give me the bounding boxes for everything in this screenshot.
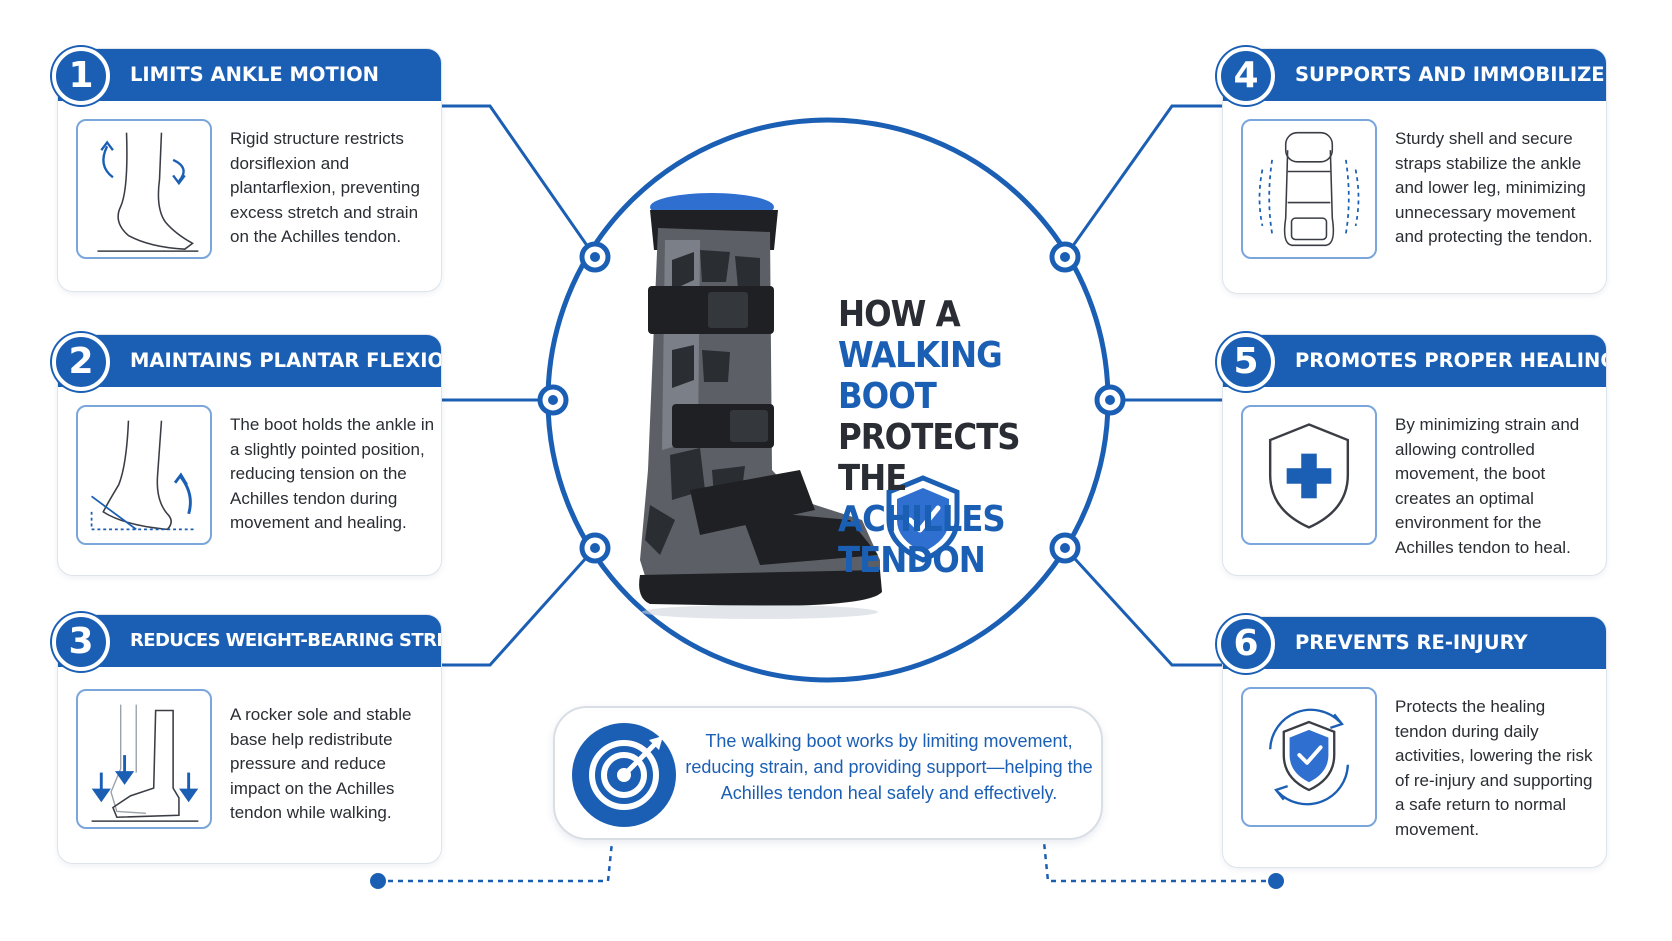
target-arrow-icon <box>571 722 677 828</box>
card-description: By minimizing strain and allowing contro… <box>1395 415 1580 557</box>
card-description: Rigid structure restricts dorsiflexion a… <box>230 129 420 246</box>
card-reduces-weight-bearing-stress: REDUCES WEIGHT-BEARING STRESS 3 A rocker… <box>52 613 442 864</box>
connector-3 <box>440 546 597 667</box>
title-line-4: ACHILLES TENDON <box>838 499 1006 581</box>
card-heading: REDUCES WEIGHT-BEARING STRESS <box>58 615 441 667</box>
card-maintains-plantar-flexion: MAINTAINS PLANTAR FLEXION 2 The boot hol… <box>52 333 442 576</box>
card-heading: LIMITS ANKLE MOTION <box>58 49 441 101</box>
card-description: Sturdy shell and secure straps stabilize… <box>1395 129 1593 246</box>
weight-bearing-icon <box>76 689 212 829</box>
card-number: 3 <box>52 613 110 671</box>
connector-6 <box>1063 546 1222 667</box>
summary-callout: The walking boot works by limiting movem… <box>553 706 1103 840</box>
card-number: 4 <box>1217 47 1275 105</box>
card-heading: SUPPORTS AND IMMOBILIZES <box>1223 49 1606 101</box>
connector-1 <box>440 104 597 258</box>
dash-end-left <box>370 873 386 889</box>
title-line-3: PROTECTS THE <box>838 417 1021 499</box>
card-number: 1 <box>52 47 110 105</box>
walking-boot-icon <box>639 193 882 619</box>
page-title: HOW A WALKING BOOT PROTECTS THE ACHILLES… <box>838 294 1098 581</box>
card-description: The boot holds the ankle in a slightly p… <box>230 415 435 532</box>
card-description: Protects the healing tendon during daily… <box>1395 697 1593 839</box>
boot-shell-icon <box>1241 119 1377 259</box>
card-supports-and-immobilizes: SUPPORTS AND IMMOBILIZES 4 Sturdy shell … <box>1217 47 1607 294</box>
dashed-link-right <box>1042 841 1276 883</box>
card-number: 2 <box>52 333 110 391</box>
card-heading: PREVENTS RE-INJURY <box>1223 617 1606 669</box>
card-description: A rocker sole and stable base help redis… <box>230 705 412 822</box>
title-line-2: WALKING BOOT <box>838 335 1003 417</box>
shield-check-cycle-icon <box>1241 687 1377 827</box>
plantar-flexion-icon <box>76 405 212 545</box>
central-shield-check-icon <box>886 475 960 563</box>
card-heading: PROMOTES PROPER HEALING <box>1223 335 1606 387</box>
connector-4 <box>1063 104 1222 258</box>
card-promotes-proper-healing: PROMOTES PROPER HEALING 5 By minimizing … <box>1217 333 1607 576</box>
card-limits-ankle-motion: LIMITS ANKLE MOTION 1 Rigid structure re… <box>52 47 442 292</box>
ankle-motion-icon <box>76 119 212 259</box>
card-prevents-re-injury: PREVENTS RE-INJURY 6 Protects the healin… <box>1217 615 1607 868</box>
shield-cross-icon <box>1241 405 1377 545</box>
card-heading: MAINTAINS PLANTAR FLEXION <box>58 335 441 387</box>
summary-text: The walking boot works by limiting movem… <box>685 731 1093 803</box>
title-line-1: HOW A <box>838 294 961 335</box>
card-number: 5 <box>1217 333 1275 391</box>
card-number: 6 <box>1217 615 1275 673</box>
dash-end-right <box>1268 873 1284 889</box>
dashed-link-left <box>378 841 614 883</box>
